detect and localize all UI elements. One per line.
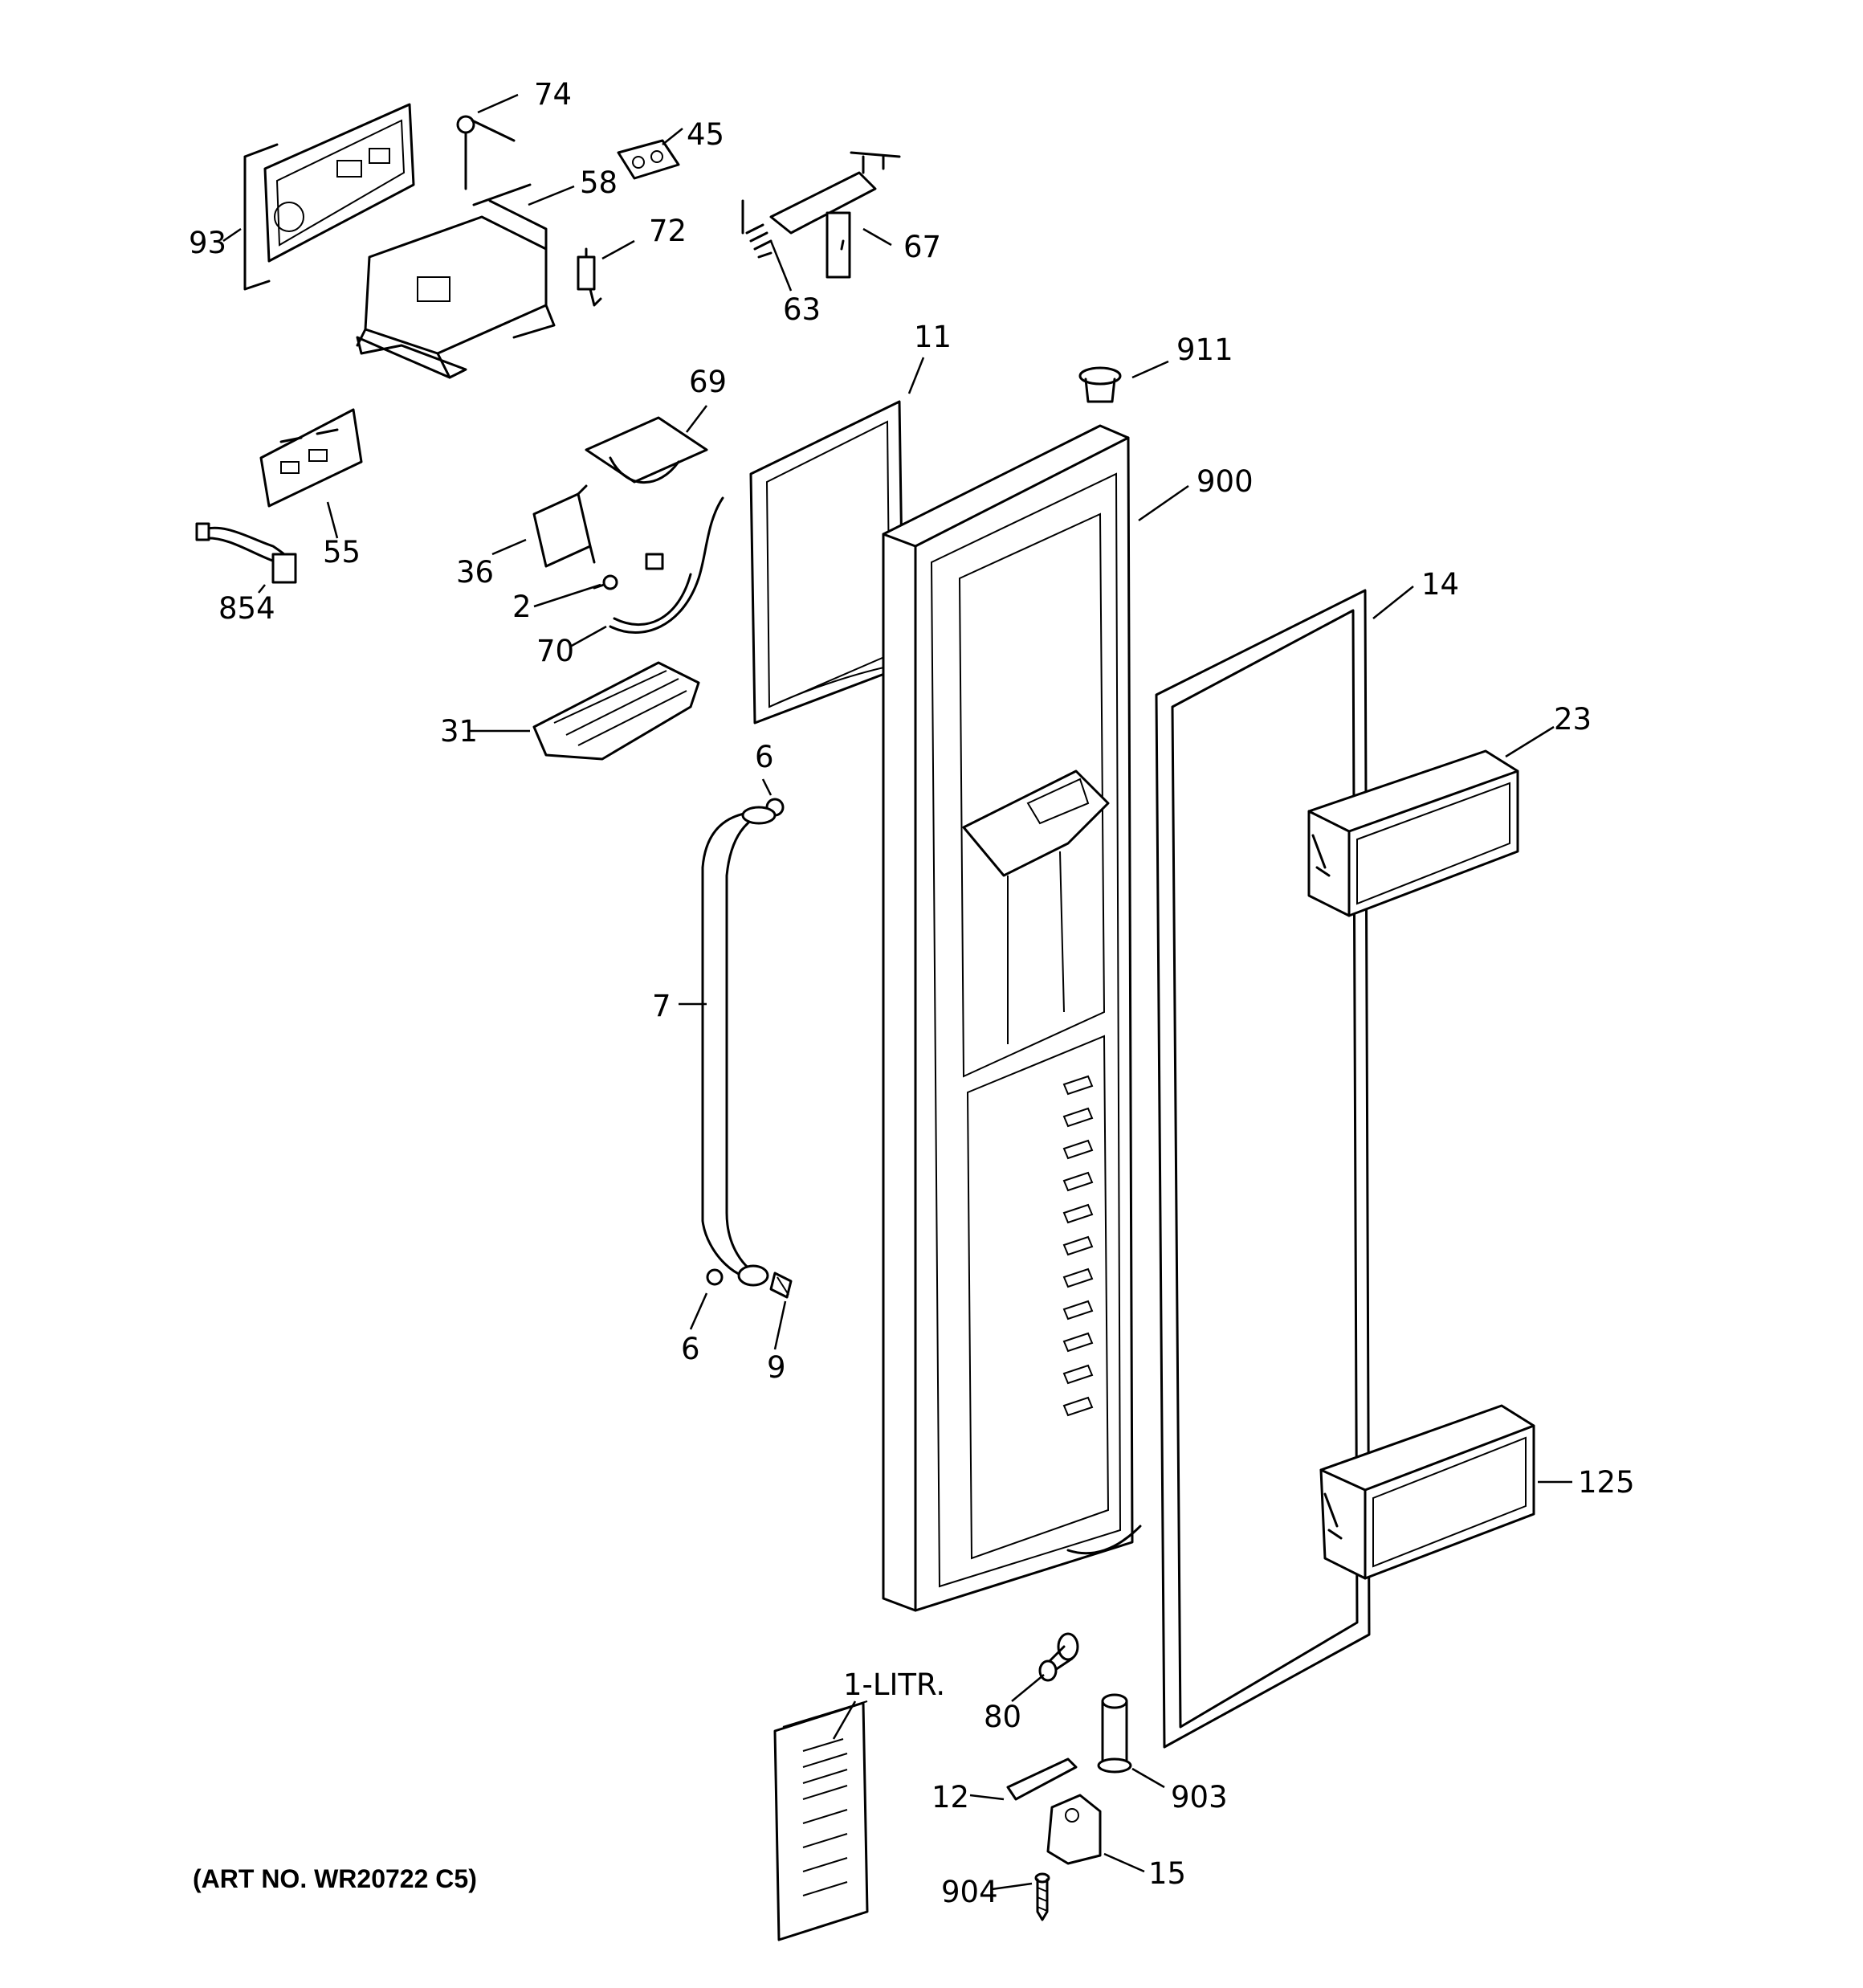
label-900: 900 <box>1196 464 1254 499</box>
part-67-hinge-assembly <box>769 151 901 279</box>
part-854-wire-harness <box>195 522 297 584</box>
part-45-bracket <box>617 139 680 180</box>
part-74-spring <box>456 115 516 190</box>
part-904-screw <box>1034 1872 1050 1921</box>
part-93-control-panel <box>243 103 415 291</box>
part-1-litr-literature <box>773 1700 869 1941</box>
label-93: 93 <box>189 226 226 260</box>
label-31: 31 <box>440 714 478 749</box>
label-14: 14 <box>1421 567 1459 602</box>
part-900-door <box>882 424 1134 1612</box>
part-58-dispenser-housing <box>356 183 556 379</box>
part-14-door-gasket <box>1155 589 1371 1749</box>
label-63: 63 <box>783 292 821 327</box>
label-45: 45 <box>687 117 724 152</box>
part-12-shim <box>1006 1757 1078 1801</box>
leader-lines <box>222 93 1572 1891</box>
part-911-bushing <box>1078 366 1122 403</box>
label-55: 55 <box>323 535 361 569</box>
label-23: 23 <box>1554 702 1592 737</box>
label-904: 904 <box>941 1875 998 1909</box>
label-74: 74 <box>534 77 572 112</box>
part-80-cap <box>1038 1632 1079 1682</box>
part-2-screw <box>593 574 618 590</box>
label-67: 67 <box>903 230 941 264</box>
label-70: 70 <box>536 634 574 668</box>
label-36: 36 <box>456 555 494 590</box>
label-903: 903 <box>1171 1780 1228 1815</box>
part-23-door-bin <box>1307 749 1519 917</box>
part-36-actuator <box>532 484 596 568</box>
label-6-lower: 6 <box>681 1332 700 1366</box>
part-55-control-board <box>259 408 363 508</box>
part-6-nut-lower <box>706 1268 724 1286</box>
label-69: 69 <box>689 365 727 399</box>
label-72: 72 <box>649 214 687 248</box>
part-labels: 74 45 58 93 72 67 63 11 911 69 900 55 36… <box>189 77 1635 1909</box>
part-70-wire-harness <box>609 496 724 634</box>
label-1-litr: 1-LITR. <box>843 1668 945 1702</box>
label-9: 9 <box>767 1350 786 1385</box>
label-11: 11 <box>914 320 952 354</box>
part-11-door-frame <box>749 400 905 725</box>
part-63-spring <box>741 199 773 259</box>
part-9-fitting <box>769 1272 793 1299</box>
label-125: 125 <box>1578 1465 1635 1500</box>
label-854: 854 <box>218 591 275 626</box>
art-number: (ART NO. WR20722 C5) <box>193 1864 477 1893</box>
label-911: 911 <box>1176 333 1233 367</box>
part-72-switch <box>577 247 602 307</box>
label-80: 80 <box>984 1700 1021 1734</box>
door-shelf-supports <box>1062 1075 1142 1555</box>
label-15: 15 <box>1148 1856 1186 1891</box>
part-15-bottom-hinge <box>1046 1794 1102 1865</box>
label-58: 58 <box>580 165 618 200</box>
part-903-hinge-pin <box>1097 1693 1132 1774</box>
label-2: 2 <box>512 590 532 624</box>
part-7-handle <box>701 806 777 1287</box>
part-31-drip-tray <box>532 661 700 761</box>
label-6-upper: 6 <box>755 740 774 774</box>
label-7: 7 <box>652 989 671 1023</box>
part-69-cover <box>585 416 708 484</box>
part-125-door-bin <box>1319 1404 1535 1580</box>
label-12: 12 <box>932 1780 969 1815</box>
